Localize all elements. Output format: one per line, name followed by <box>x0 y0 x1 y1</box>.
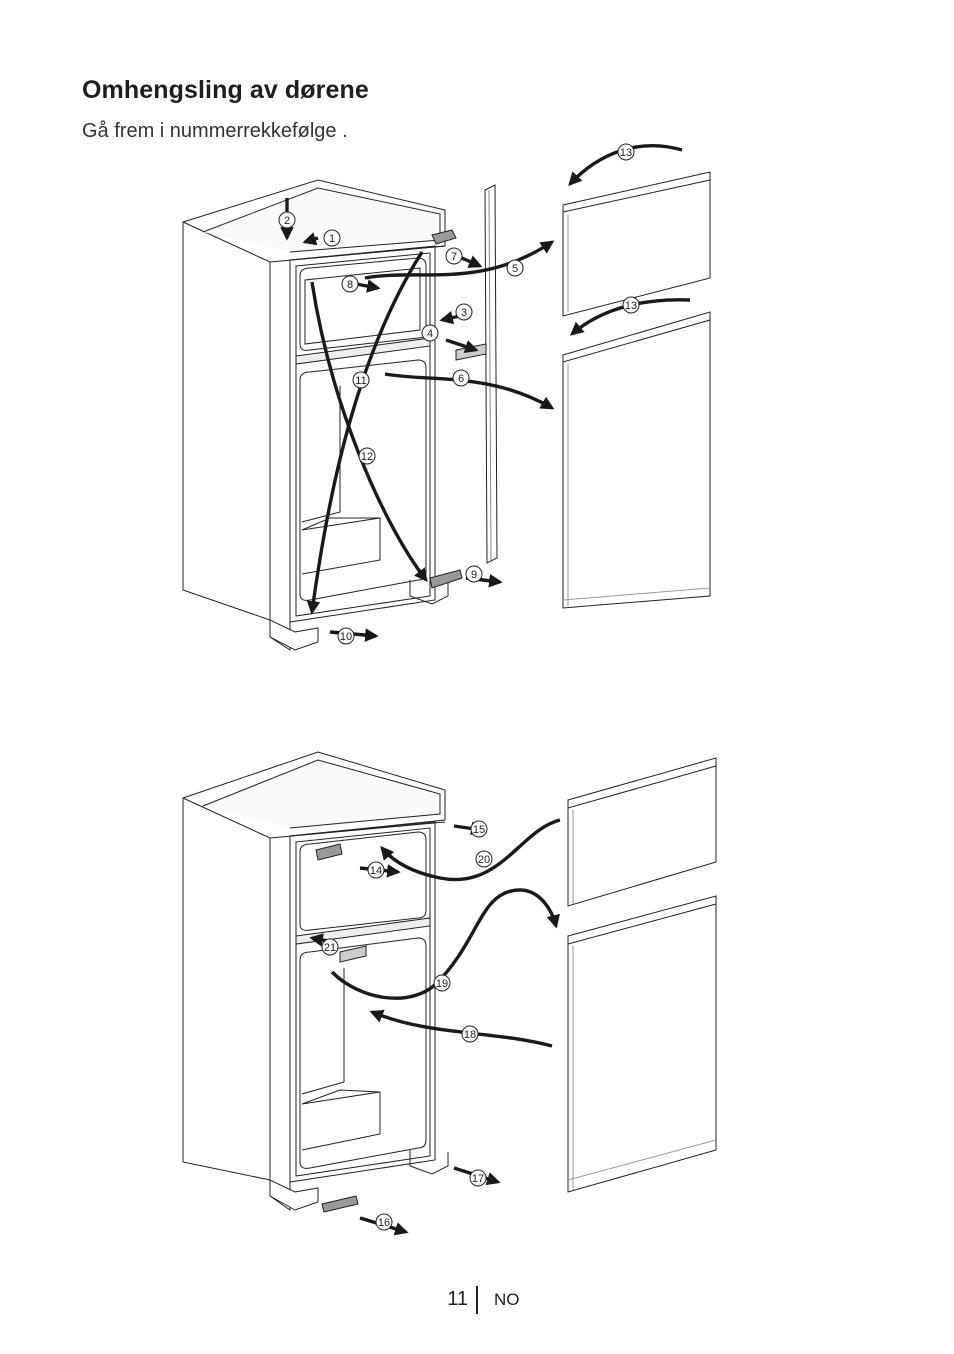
page-footer: 11 NO <box>0 1286 954 1316</box>
step-label: 7 <box>451 251 457 263</box>
page-number: 11 <box>447 1288 468 1310</box>
step-label: 18 <box>464 1029 476 1041</box>
step-label: 13 <box>620 147 632 159</box>
step-label: 2 <box>284 215 290 227</box>
step-label: 21 <box>324 942 336 954</box>
step-label: 15 <box>473 824 485 836</box>
step-label: 8 <box>347 279 353 291</box>
language-code: NO <box>494 1290 520 1309</box>
step-label: 9 <box>471 569 477 581</box>
step-label: 16 <box>378 1217 390 1229</box>
step-label: 19 <box>436 978 448 990</box>
step-label: 5 <box>512 263 518 275</box>
step-label: 1 <box>329 233 335 245</box>
page-title: Omhengsling av dørene <box>82 76 369 104</box>
step-label: 20 <box>478 854 490 866</box>
step-label: 14 <box>370 865 382 877</box>
step-label: 13 <box>625 300 637 312</box>
page-subtitle: Gå frem i nummerrekkefølge . <box>82 120 348 142</box>
step-label: 17 <box>472 1173 484 1185</box>
footer-divider <box>476 1286 478 1314</box>
step-label: 4 <box>427 328 433 340</box>
step-label: 12 <box>361 451 373 463</box>
step-label: 6 <box>458 373 464 385</box>
step-label: 11 <box>355 375 366 387</box>
step-label: 3 <box>461 307 467 319</box>
step-label: 10 <box>340 631 352 643</box>
